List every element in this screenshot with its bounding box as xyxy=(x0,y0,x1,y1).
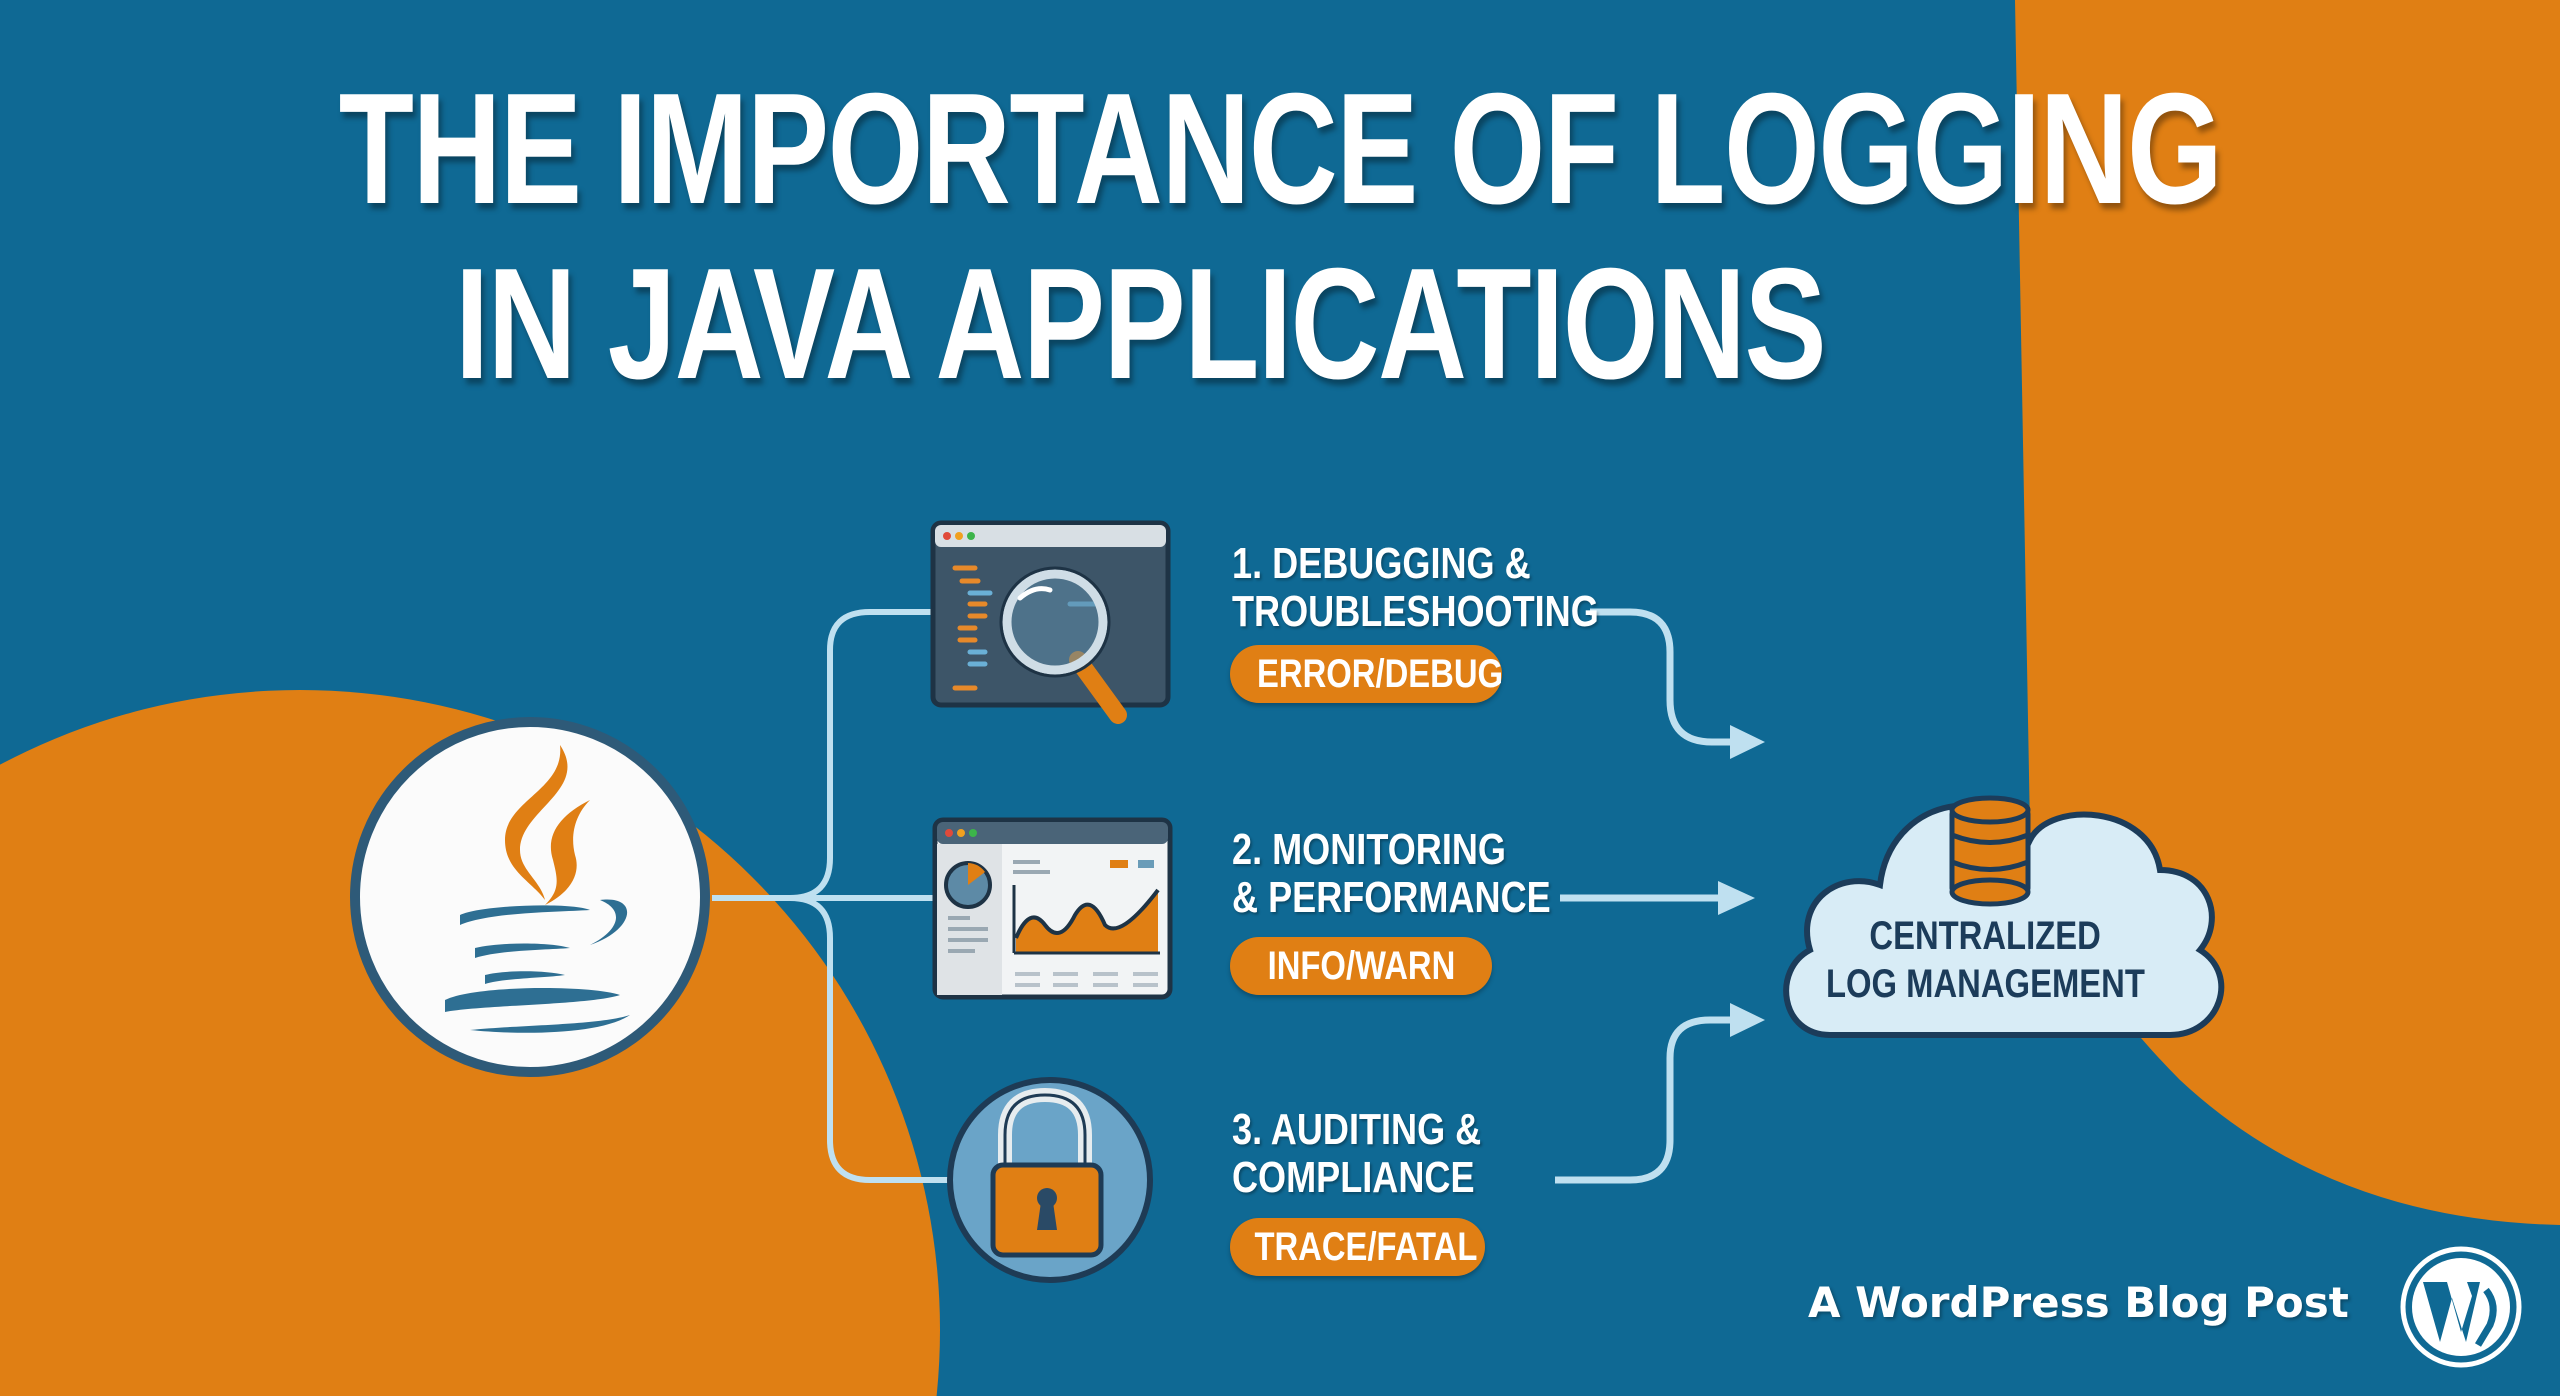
item-1-heading: 1. DEBUGGING & TROUBLESHOOTING xyxy=(1232,540,1599,636)
padlock-icon xyxy=(947,1077,1153,1283)
page-title-line-2: IN JAVA APPLICATIONS xyxy=(454,236,1827,412)
java-logo-icon xyxy=(350,717,710,1077)
arrow-heads xyxy=(1718,725,1765,1037)
badge-info-warn: INFO/WARN xyxy=(1230,937,1492,995)
page-title-line-1: THE IMPORTANCE OF LOGGING xyxy=(338,61,2223,237)
badge-trace-fatal: TRACE/FATAL xyxy=(1230,1218,1485,1276)
wordpress-logo-icon xyxy=(2400,1246,2522,1368)
database-cloud-icon xyxy=(1783,795,2225,1038)
item-3-line-2: COMPLIANCE xyxy=(1232,1153,1475,1202)
item-2-line-2: & PERFORMANCE xyxy=(1232,873,1551,922)
footer-caption: A WordPress Blog Post xyxy=(1808,1278,2349,1327)
code-window-magnifier-icon xyxy=(930,520,1171,724)
badge-error-debug: ERROR/DEBUG xyxy=(1230,645,1503,703)
branch-connectors xyxy=(712,609,950,1183)
item-3-heading: 3. AUDITING & COMPLIANCE xyxy=(1232,1106,1481,1202)
destination-line-1: CENTRALIZED xyxy=(1869,914,2101,958)
dashboard-chart-icon xyxy=(932,817,1173,1000)
destination-line-2: LOG MANAGEMENT xyxy=(1825,962,2145,1006)
item-1-line-2: TROUBLESHOOTING xyxy=(1232,587,1599,636)
item-2-heading: 2. MONITORING & PERFORMANCE xyxy=(1232,826,1551,922)
item-3-line-1: 3. AUDITING & xyxy=(1232,1105,1482,1154)
item-2-line-1: 2. MONITORING xyxy=(1232,825,1506,874)
arrow-connectors xyxy=(1555,608,1730,1184)
item-1-line-1: 1. DEBUGGING & xyxy=(1232,539,1531,588)
